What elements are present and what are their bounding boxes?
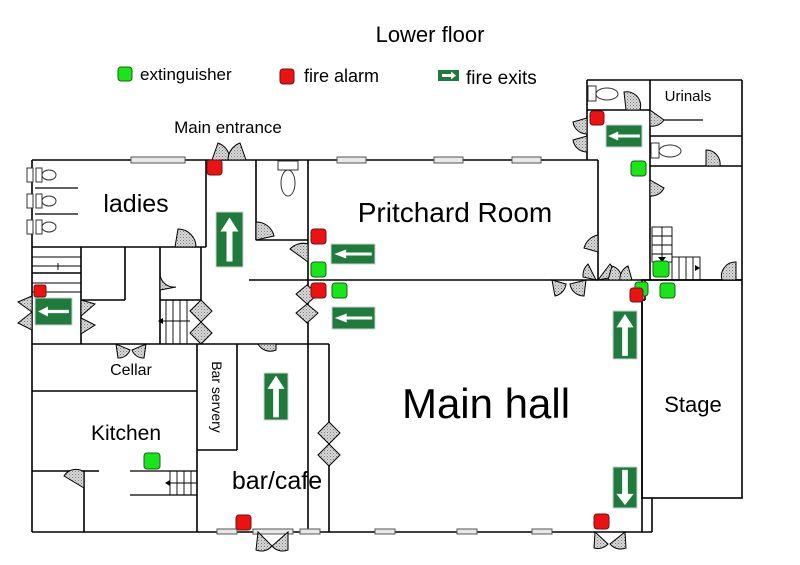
page-title: Lower floor	[376, 22, 485, 47]
extinguisher-icon	[331, 282, 348, 299]
fire-alarm-icon	[235, 514, 252, 531]
toilets	[26, 85, 682, 235]
fire-exit-sign-up	[612, 310, 638, 360]
legend-extinguisher-label: extinguisher	[140, 65, 232, 84]
legend-fire-alarm-icon	[279, 68, 295, 85]
extinguisher-icon	[143, 452, 161, 470]
stairs-kitchen	[165, 471, 197, 495]
extinguisher-icon	[310, 261, 327, 278]
windows	[130, 156, 553, 535]
extinguishers	[143, 160, 676, 470]
fire-alarm-icon	[33, 284, 47, 298]
room-ladies-label: ladies	[103, 190, 168, 218]
room-kitchen-label: Kitchen	[91, 422, 161, 445]
fire-exit-sign-up	[263, 372, 289, 421]
legend-fire-alarm-label: fire alarm	[304, 66, 379, 86]
room-urinals-label: Urinals	[665, 88, 712, 105]
room-stage-label: Stage	[664, 392, 722, 417]
fire-exit-sign-left	[331, 306, 376, 330]
fire-alarm-icon	[206, 159, 223, 176]
legend-extinguisher-icon	[117, 66, 133, 82]
extinguisher-icon	[630, 160, 647, 177]
fire-exit-sign-left	[605, 124, 643, 148]
extinguisher-icon	[652, 260, 670, 278]
fire-alarm-icon	[310, 282, 327, 299]
fire-exit-sign-left	[330, 243, 376, 265]
fire-alarm-icon	[629, 287, 644, 303]
room-main-hall-label: Main hall	[402, 380, 570, 427]
room-labels: ladies Pritchard Room Urinals Cellar Bar…	[91, 88, 722, 495]
fire-exit-sign-up	[215, 211, 244, 268]
legend: extinguisher fire alarm fire exits	[117, 65, 537, 89]
doors	[16, 91, 737, 552]
fire-alarm-icon	[593, 513, 610, 530]
stairs-centre	[158, 300, 190, 344]
room-cellar-label: Cellar	[110, 362, 152, 379]
fire-alarms	[33, 110, 644, 531]
walls	[31, 79, 743, 533]
room-pritchard-label: Pritchard Room	[358, 197, 553, 228]
fire-exit-sign-left	[34, 297, 73, 326]
legend-fire-exit-icon	[438, 70, 459, 81]
fire-alarm-icon	[589, 110, 605, 126]
fire-exit-signs	[34, 124, 643, 509]
extinguisher-icon	[659, 282, 676, 299]
fire-alarm-icon	[310, 228, 327, 245]
fire-exit-sign-down	[612, 466, 638, 509]
main-entrance-label: Main entrance	[174, 118, 282, 137]
legend-fire-exits-label: fire exits	[466, 68, 537, 89]
room-bar-servery-label: Bar servery	[209, 361, 225, 433]
room-bar-cafe-label: bar/cafe	[232, 467, 322, 495]
